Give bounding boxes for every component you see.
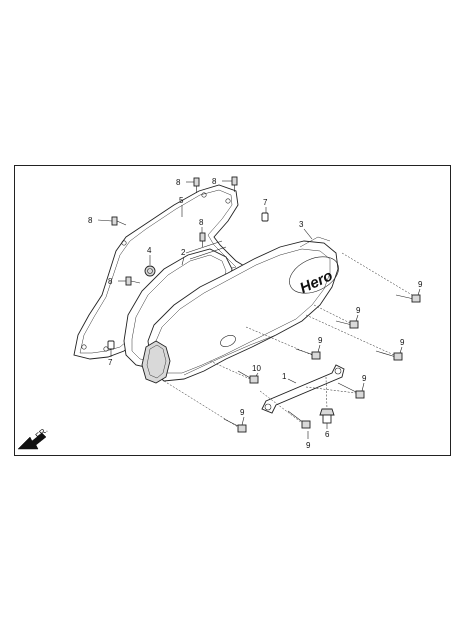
callout-6: 6: [325, 430, 330, 439]
callout-4: 4: [147, 246, 152, 255]
bolt-part-9e: [337, 382, 365, 399]
bolt-part-9a: [395, 294, 421, 303]
leader-lines: [97, 180, 421, 439]
bolt-part-9c: [375, 350, 403, 361]
callout-9g: 9: [306, 441, 311, 450]
bolt-part-10: [237, 370, 259, 384]
diagram-frame: [14, 165, 451, 456]
front-arrow-icon: [17, 432, 47, 450]
callout-9d: 9: [318, 336, 323, 345]
bolt-part-8c: [111, 216, 127, 226]
bolt-part-9b: [335, 320, 359, 329]
callout-9a: 9: [418, 280, 423, 289]
callout-9e: 9: [362, 374, 367, 383]
front-direction-indicator: FR.: [17, 425, 49, 450]
bolt-part-8d: [199, 232, 206, 247]
callout-7a: 7: [263, 198, 268, 207]
crankcase-cover-part-3: Hero: [141, 236, 339, 384]
callout-9f: 9: [240, 408, 245, 417]
callout-7b: 7: [108, 358, 113, 367]
bracket-part-1: [261, 364, 345, 414]
bolt-part-9f: [223, 418, 247, 433]
dowel-part-7b: [107, 340, 115, 350]
callout-9b: 9: [356, 306, 361, 315]
callout-1: 1: [282, 372, 287, 381]
bolt-part-9d: [295, 348, 321, 360]
bolt-part-8a: [193, 177, 200, 193]
exploded-parts-diagram: Hero: [17, 176, 423, 450]
callout-3: 3: [299, 220, 304, 229]
callout-8a: 8: [176, 178, 181, 187]
callout-9c: 9: [400, 338, 405, 347]
dowel-part-7a: [261, 212, 269, 222]
callout-8d: 8: [199, 218, 204, 227]
callout-labels: 8 8 8 8 8 5 7 7 4 2 3 9 9 9 9 9 9 9 10 1…: [88, 177, 423, 450]
callout-10: 10: [252, 364, 261, 373]
callout-8c: 8: [88, 216, 93, 225]
callout-5: 5: [179, 196, 184, 205]
callout-8b: 8: [212, 177, 217, 186]
alignment-lines: [163, 252, 413, 428]
callout-8e: 8: [108, 277, 113, 286]
plug-part-4: [144, 265, 156, 277]
bolt-part-9g: [287, 410, 311, 429]
stud-part-6: [319, 408, 335, 424]
callout-2: 2: [181, 248, 186, 257]
